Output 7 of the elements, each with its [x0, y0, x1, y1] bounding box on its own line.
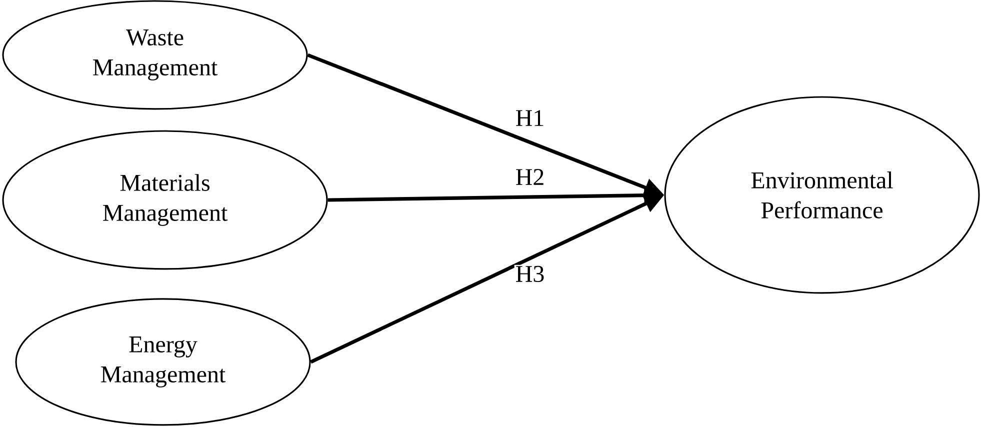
edge-label: H2 — [514, 168, 546, 186]
ellipse-node: Energy Management — [15, 298, 311, 426]
edge-label: H1 — [514, 109, 546, 127]
ellipse-node: Waste Management — [2, 0, 308, 110]
ellipse-node: Environmental Performance — [664, 96, 980, 294]
ellipse-node: Materials Management — [2, 130, 328, 270]
edge-label: H3 — [514, 264, 546, 284]
